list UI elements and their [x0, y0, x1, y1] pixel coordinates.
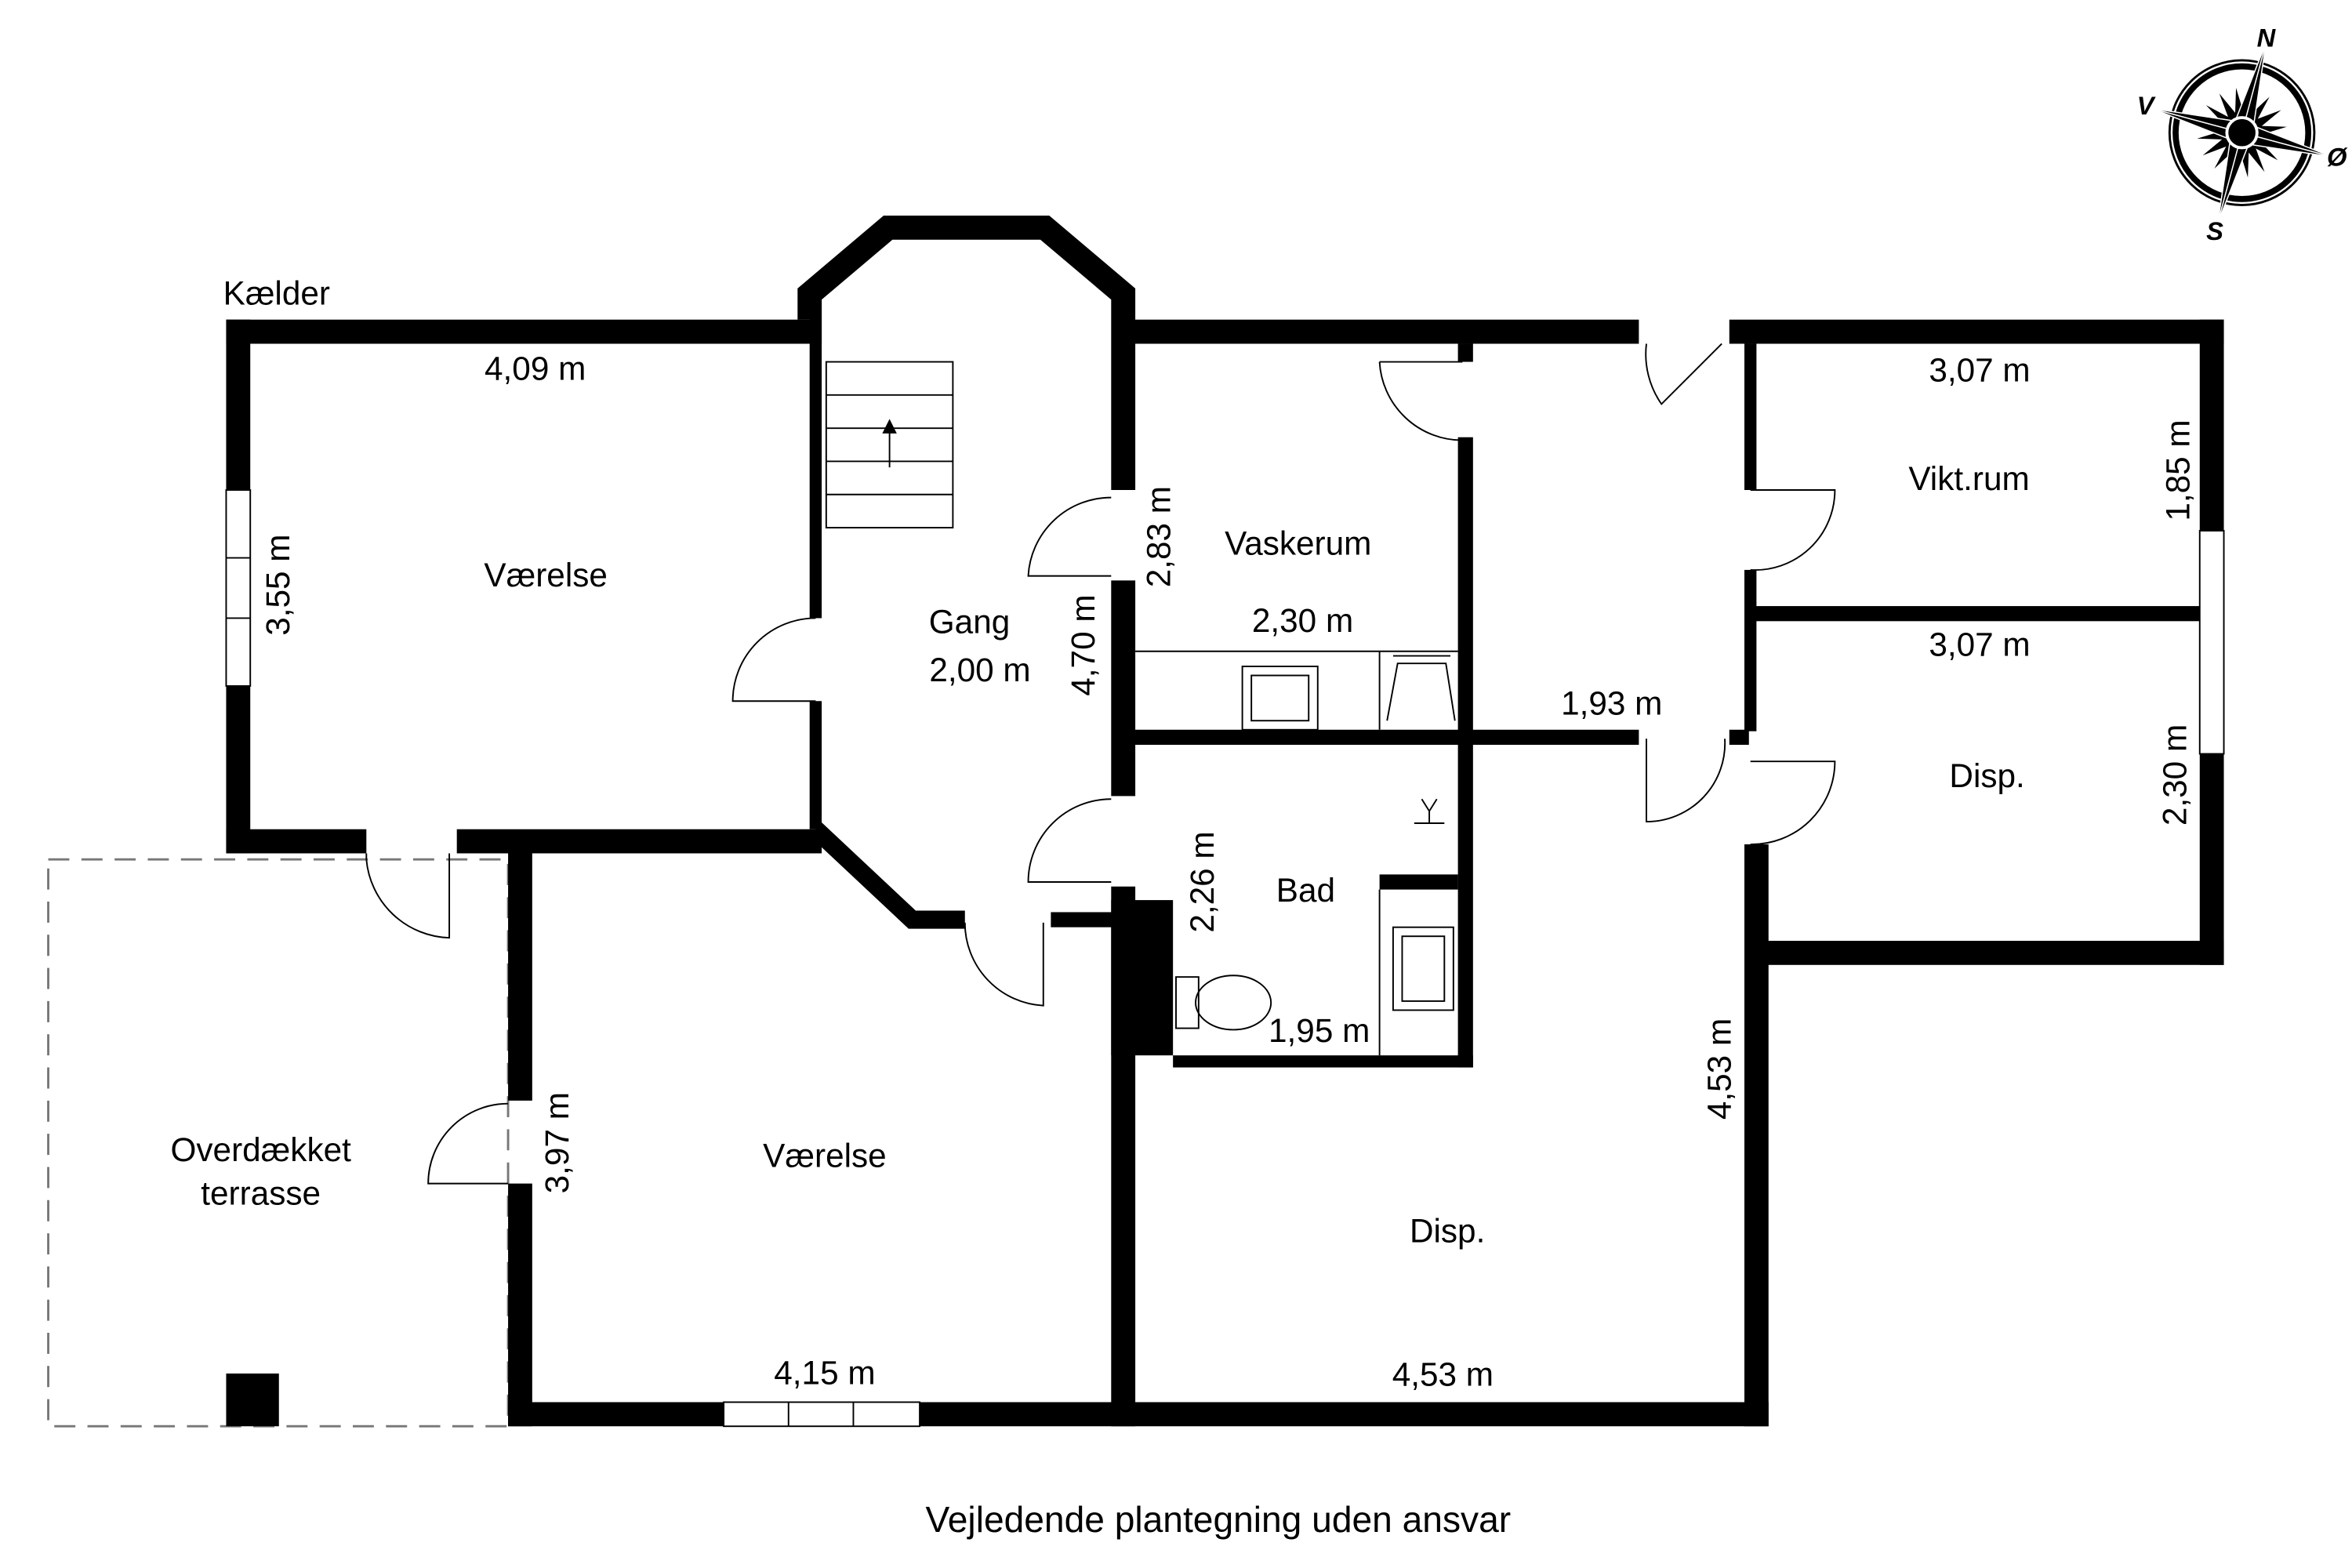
- room-dim: 3,07 m: [1929, 626, 2030, 663]
- compass-west: V: [2137, 91, 2157, 120]
- windows: [225, 489, 2225, 1428]
- room-name-line2: terrasse: [201, 1175, 321, 1212]
- footer-disclaimer: Vejledende plantegning uden ansvar: [926, 1499, 1512, 1540]
- room-dim: 3,97 m: [539, 1092, 575, 1193]
- room-name: Værelse: [484, 557, 608, 593]
- room-name: Disp.: [1949, 757, 2024, 794]
- room-name: Disp.: [1410, 1213, 1485, 1250]
- compass-east: Ø: [2327, 143, 2348, 172]
- room-dim: 1,95 m: [1269, 1012, 1370, 1049]
- room-name: Vikt.rum: [1908, 460, 2029, 497]
- compass-south: S: [2206, 216, 2223, 245]
- room-name: Overdækket: [171, 1131, 352, 1168]
- room-name: Gang: [929, 604, 1010, 641]
- room-dim: 4,53 m: [1701, 1018, 1738, 1120]
- floor-label: Kælder: [223, 274, 330, 311]
- chimney: [226, 1373, 279, 1427]
- room-dim: 4,09 m: [485, 350, 586, 387]
- terrace-outline: [47, 858, 510, 1428]
- fixtures: [825, 361, 1458, 1056]
- compass-north: N: [2257, 24, 2277, 53]
- room-dim: 2,83 m: [1140, 486, 1177, 587]
- room-dim: 3,07 m: [1929, 352, 2030, 389]
- room-name: Vaskerum: [1225, 525, 1371, 562]
- compass-icon: [2151, 42, 2333, 223]
- room-name: Bad: [1276, 872, 1335, 909]
- room-dim: 3,55 m: [260, 534, 296, 635]
- room-dim: 2,30 m: [2156, 724, 2193, 826]
- room-dim: 2,26 m: [1184, 831, 1221, 932]
- doors: [365, 343, 1836, 1185]
- room-dim: 4,70 m: [1065, 594, 1102, 695]
- room-dim: 2,00 m: [929, 652, 1030, 688]
- room-dim: 2,30 m: [1252, 602, 1353, 639]
- walls: [226, 216, 2224, 1427]
- room-dim: 4,53 m: [1392, 1356, 1494, 1392]
- corridor-dim: 1,93 m: [1561, 685, 1662, 722]
- room-dim: 1,85 m: [2159, 419, 2196, 521]
- room-dim: 4,15 m: [774, 1354, 875, 1391]
- room-name: Værelse: [763, 1137, 887, 1174]
